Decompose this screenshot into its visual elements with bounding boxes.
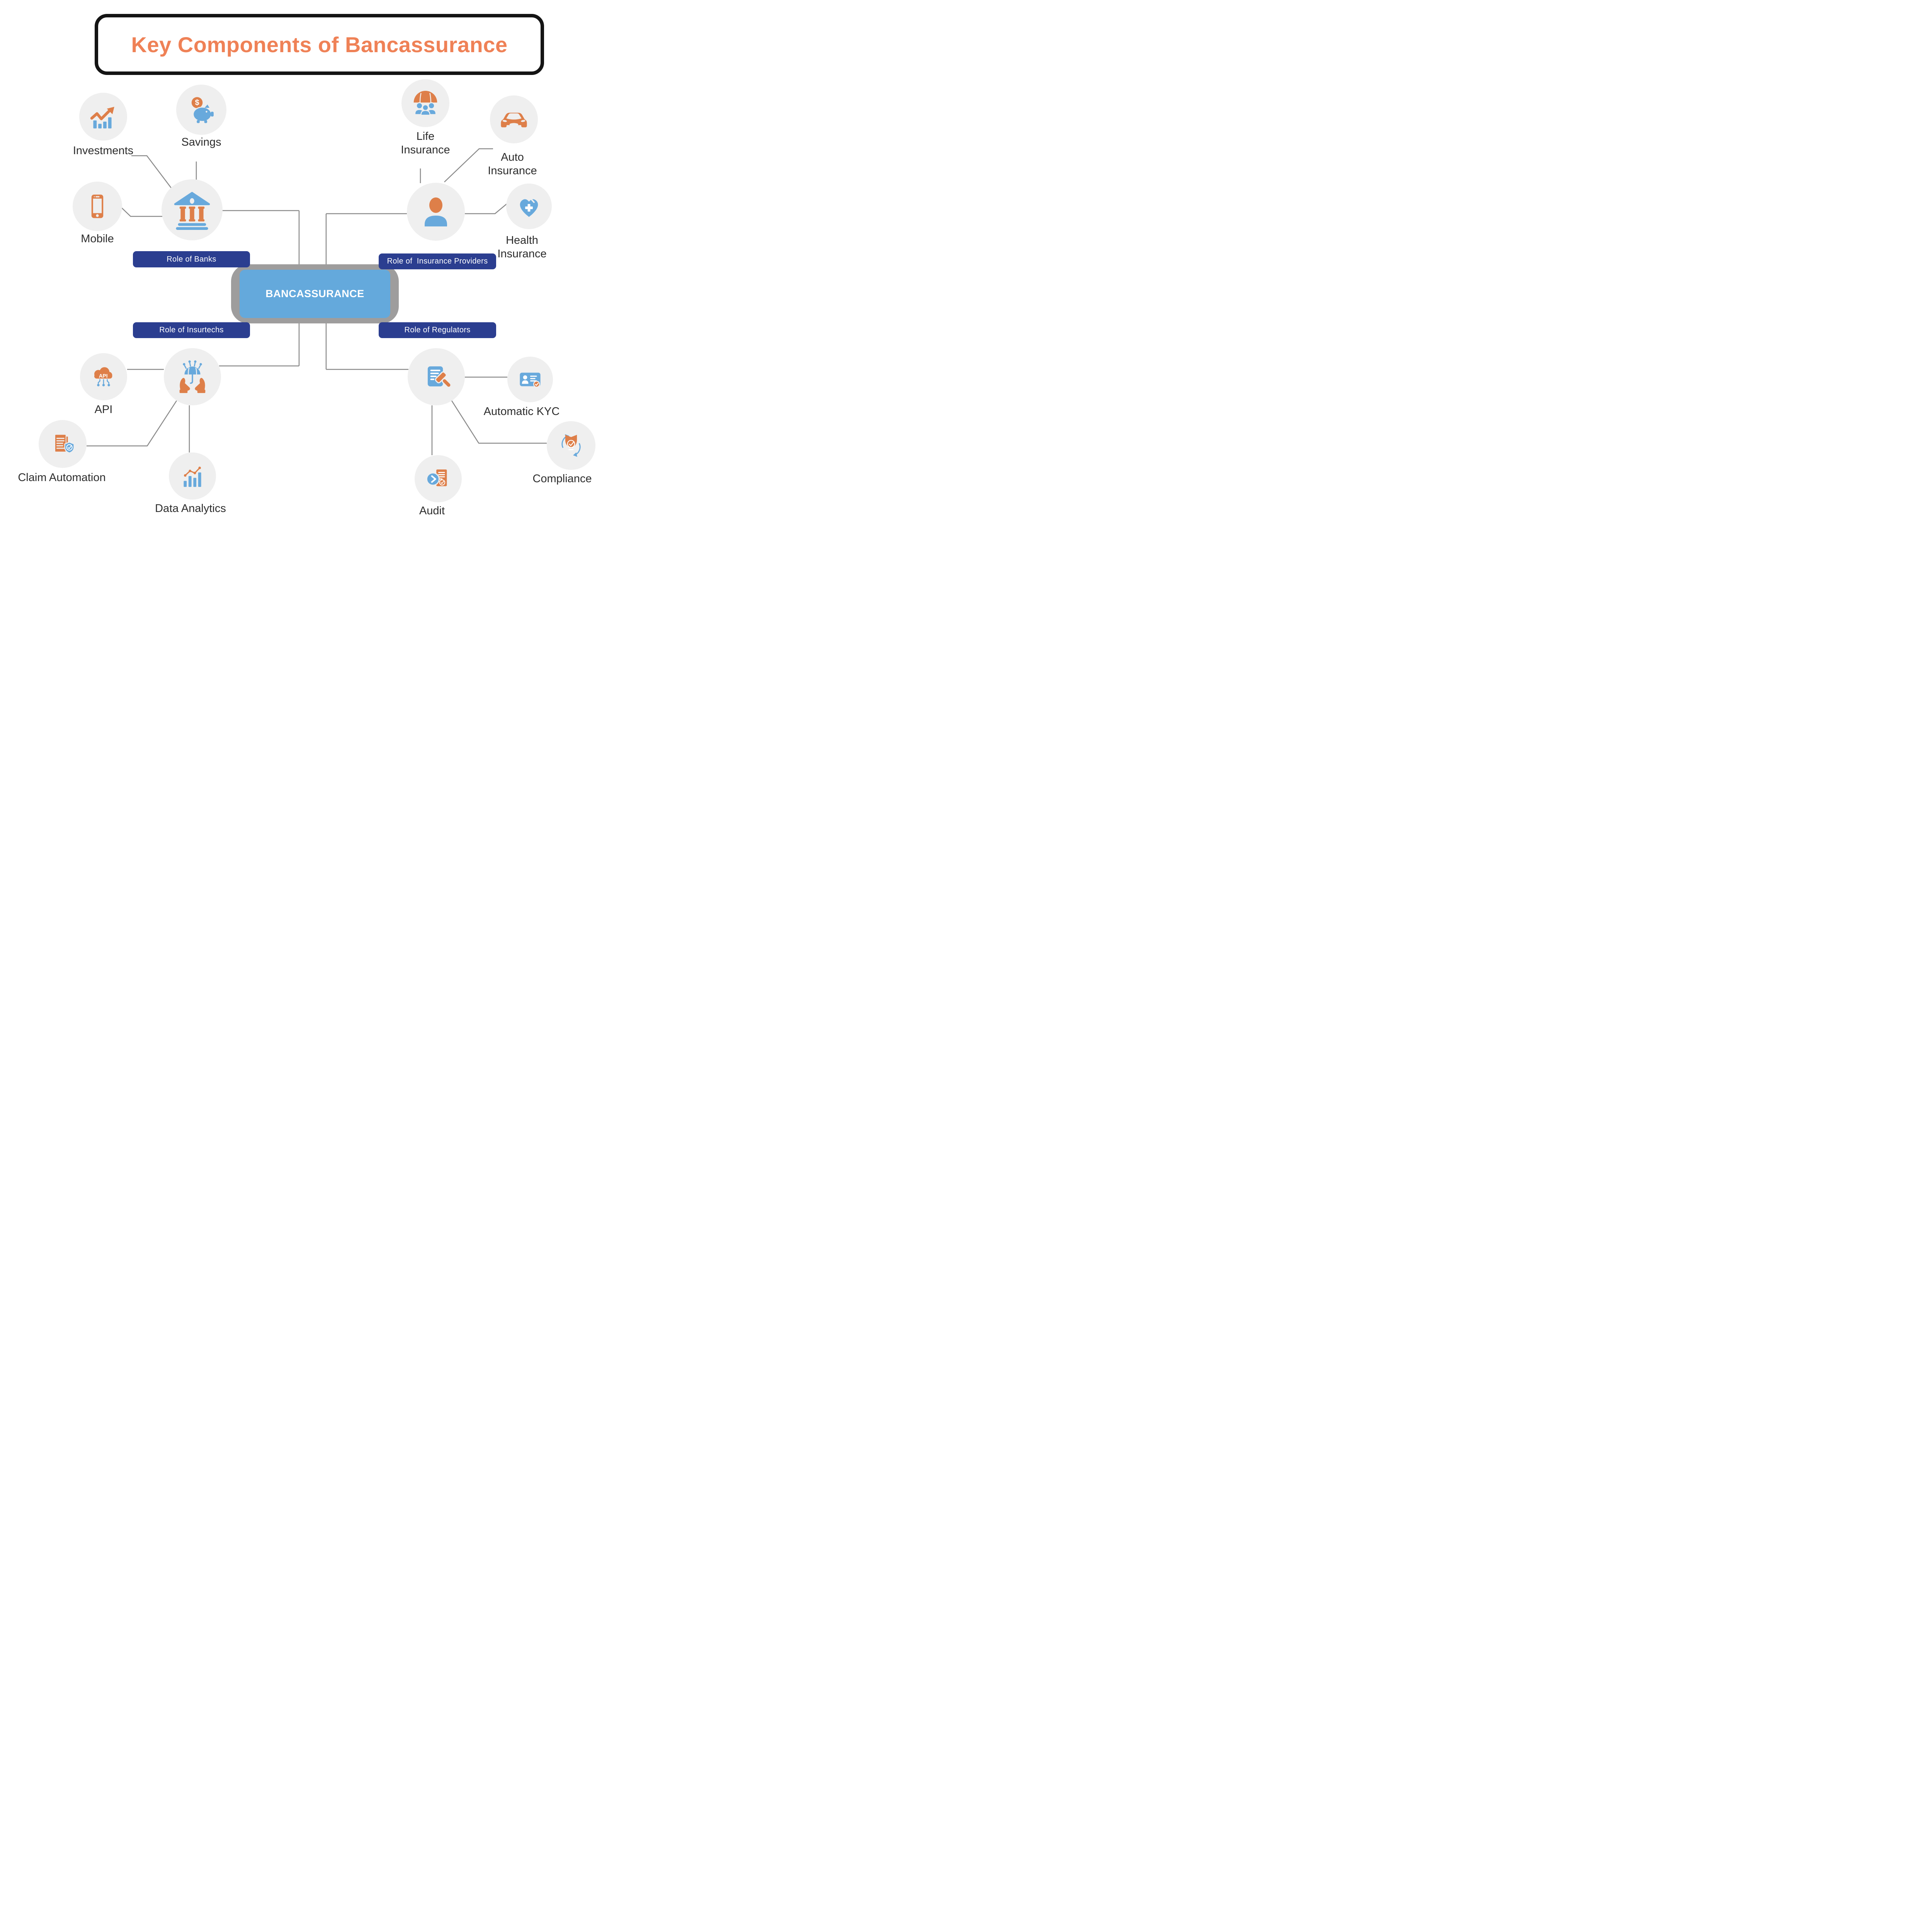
label-health-insurance: Health Insurance [497,234,547,260]
bancassurance-infographic: Key Components of Bancassurance BANCASSU… [0,0,618,524]
node-audit [415,455,462,502]
pill-role-of-regulators: Role of Regulators [379,322,496,338]
pill-role-of-banks-label: Role of Banks [167,255,216,264]
label-auto-insurance: Auto Insurance [488,151,537,177]
node-bank-hub [162,179,223,240]
node-health-insurance [506,184,552,229]
node-insurtech-hub [164,348,221,405]
pill-role-of-insurtechs-label: Role of Insurtechs [159,326,224,334]
node-savings: $ [176,85,226,135]
pill-role-of-insurance-providers: Role of Insurance Providers [379,253,496,269]
node-life-insurance [401,79,449,127]
data-analytics-chart-icon [184,466,201,487]
title-box: Key Components of Bancassurance [95,14,544,75]
pill-role-of-insurance-providers-label: Role of Insurance Providers [387,257,488,265]
api-cloud-icon: API [94,367,112,386]
connector-compliance-regulators [451,400,547,444]
svg-text:$: $ [195,99,199,107]
center-node-label: BANCASSURANCE [265,288,364,299]
bank-building-icon [174,192,210,230]
shield-check-cycle-compliance-icon [561,434,581,457]
connector-investments-bank [131,155,172,189]
label-savings: Savings [181,136,221,148]
connector-auto-person [444,148,493,182]
label-investments: Investments [73,145,134,157]
node-insurance-provider-hub [407,183,465,241]
heart-cross-health-insurance-icon [520,198,538,217]
umbrella-family-life-insurance-icon [413,91,437,116]
connector-claim-insurtech [87,400,177,447]
pill-role-of-insurtechs: Role of Insurtechs [133,322,250,338]
label-claim-automation: Claim Automation [18,471,106,484]
node-automatic-kyc [507,357,553,402]
label-compliance: Compliance [532,473,592,485]
policy-document-gavel-icon [427,366,452,388]
node-claim-automation [39,420,87,468]
node-regulator-hub [408,348,465,405]
label-api: API [94,403,113,416]
label-data-analytics: Data Analytics [155,502,226,515]
node-compliance [547,421,595,470]
connector-lines [87,148,547,455]
mobile-phone-icon [91,194,104,218]
label-automatic-kyc: Automatic KYC [483,405,560,418]
label-audit: Audit [419,505,445,517]
node-data-analytics [169,452,216,500]
investments-growth-chart-icon [90,107,114,129]
hands-holding-umbrella-icon [179,360,206,393]
pill-role-of-regulators-label: Role of Regulators [404,326,471,334]
svg-text:API: API [99,373,108,379]
pill-role-of-banks: Role of Banks [133,251,250,267]
connector-health-person [465,204,507,214]
label-mobile: Mobile [81,233,114,245]
node-api: API [80,353,127,400]
connector-mobile-bank [121,207,162,217]
label-life-insurance: Life Insurance [401,130,450,156]
pie-chart-report-audit-icon [426,469,447,486]
car-auto-insurance-icon [501,112,527,128]
insurance-agent-person-icon [425,197,447,226]
node-investments [79,93,127,141]
document-shield-claim-icon [54,434,75,454]
center-node: BANCASSURANCE [240,270,390,318]
id-card-kyc-icon [520,372,541,388]
node-mobile [73,182,122,231]
node-auto-insurance [490,95,538,143]
piggy-bank-savings-icon: $ [191,97,214,123]
page-title: Key Components of Bancassurance [131,32,508,57]
